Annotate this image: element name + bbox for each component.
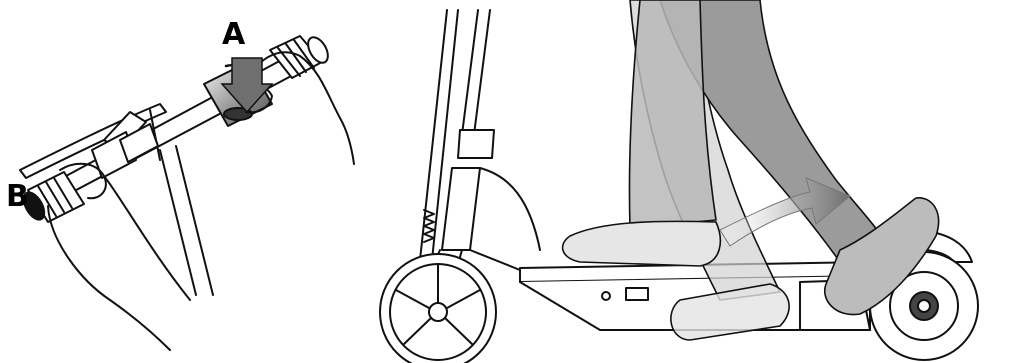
- handlebar-tube: [40, 50, 310, 205]
- handlebar-panel: [20, 34, 354, 350]
- left-grip[interactable]: [20, 172, 84, 223]
- callout-label-a: A: [222, 20, 245, 50]
- front-wheel: [380, 254, 496, 363]
- planted-shoe: [563, 221, 721, 266]
- folding-joint: [458, 130, 494, 158]
- callout-label-b: B: [6, 182, 29, 212]
- stem-post: [160, 146, 213, 295]
